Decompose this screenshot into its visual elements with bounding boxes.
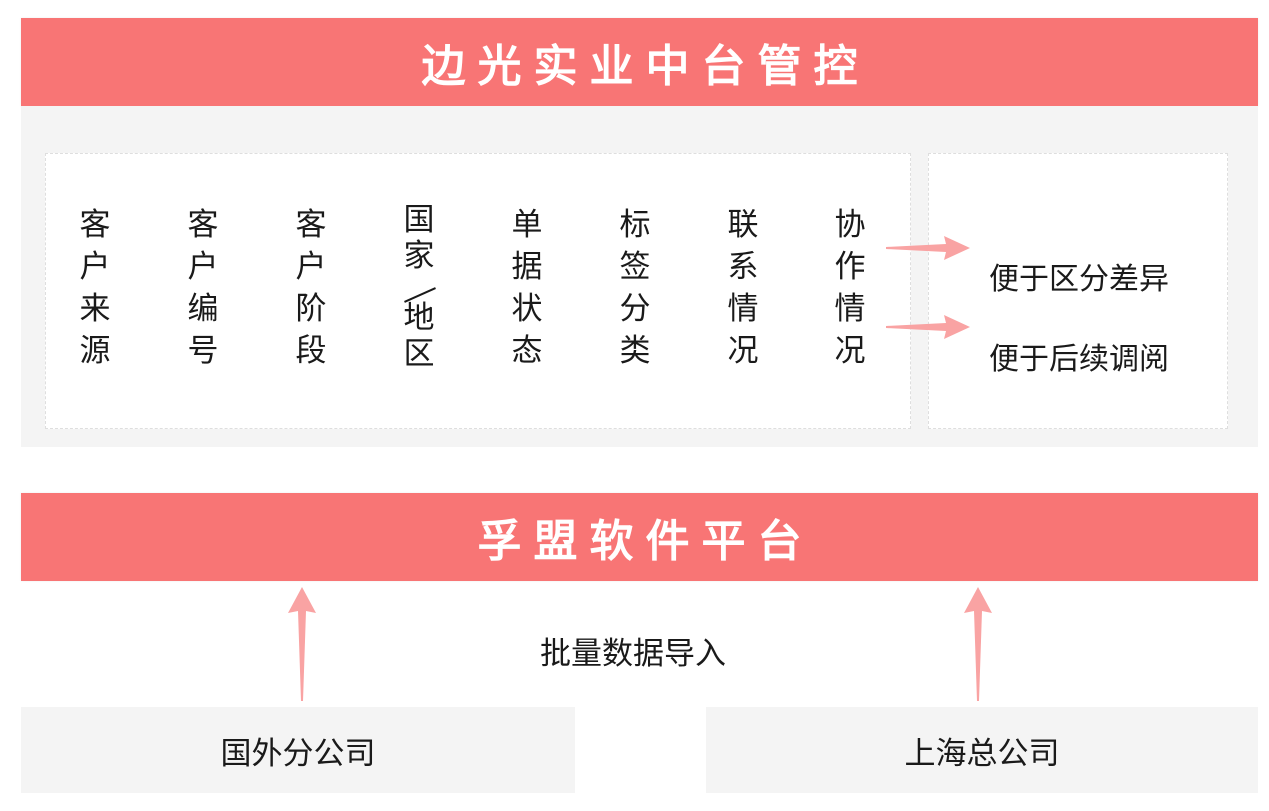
platform-banner: 孚盟软件平台 <box>21 493 1258 581</box>
field-char: 号 <box>187 333 219 369</box>
arrow-up-icon <box>964 587 992 701</box>
field-customer-number: 客 户 编 号 <box>186 204 220 372</box>
control-panel: 客 户 来 源 客 户 编 号 客 户 阶 段 国 家 地 区 单 据 状 态 <box>21 106 1258 447</box>
slash-divider <box>402 274 436 300</box>
field-char: 客 <box>187 207 219 243</box>
top-banner-title: 边光实业中台管控 <box>421 41 870 92</box>
arrow-right-icon <box>886 236 970 260</box>
field-char: 客 <box>295 207 327 243</box>
arrow-right-icon <box>886 315 970 339</box>
field-char: 据 <box>511 249 543 285</box>
field-char: 系 <box>727 249 759 285</box>
field-char: 况 <box>834 333 866 369</box>
field-char: 况 <box>727 333 759 369</box>
source-overseas-branch: 国外分公司 <box>21 707 575 793</box>
source-label: 上海总公司 <box>904 735 1060 772</box>
field-char: 作 <box>834 249 866 285</box>
field-char: 单 <box>511 207 543 243</box>
field-char: 编 <box>187 291 219 327</box>
field-document-status: 单 据 状 态 <box>510 204 544 372</box>
field-char: 协 <box>834 207 866 243</box>
source-shanghai-hq: 上海总公司 <box>706 707 1258 793</box>
field-char: 区 <box>403 336 435 372</box>
field-collaboration-status: 协 作 情 况 <box>833 204 867 372</box>
field-char: 户 <box>295 249 327 285</box>
benefit-review: 便于后续调阅 <box>989 342 1169 377</box>
top-banner: 边光实业中台管控 <box>21 18 1258 106</box>
field-customer-source: 客 户 来 源 <box>78 204 112 372</box>
arrow-up-icon <box>288 587 316 701</box>
benefits-box: 便于区分差异 便于后续调阅 <box>928 153 1228 429</box>
fields-box: 客 户 来 源 客 户 编 号 客 户 阶 段 国 家 地 区 单 据 状 态 <box>45 153 911 429</box>
field-customer-stage: 客 户 阶 段 <box>294 204 328 372</box>
field-char: 家 <box>403 238 435 274</box>
field-char: 国 <box>403 202 435 238</box>
field-char: 阶 <box>295 291 327 327</box>
field-char: 分 <box>619 291 651 327</box>
field-char: 段 <box>295 333 327 369</box>
platform-banner-title: 孚盟软件平台 <box>477 516 814 567</box>
field-char: 地 <box>403 300 435 336</box>
field-char: 户 <box>79 249 111 285</box>
field-char: 情 <box>834 291 866 327</box>
field-char: 客 <box>79 207 111 243</box>
field-char: 类 <box>619 333 651 369</box>
field-char: 来 <box>79 291 111 327</box>
source-label: 国外分公司 <box>220 735 376 772</box>
field-char: 源 <box>79 333 111 369</box>
batch-import-caption: 批量数据导入 <box>540 636 726 672</box>
field-contact-status: 联 系 情 况 <box>726 204 760 372</box>
field-char: 标 <box>619 207 651 243</box>
field-char: 态 <box>511 333 543 369</box>
field-char: 户 <box>187 249 219 285</box>
field-tag-category: 标 签 分 类 <box>618 204 652 372</box>
field-char: 状 <box>511 291 543 327</box>
field-country-region: 国 家 地 区 <box>402 202 436 372</box>
field-char: 签 <box>619 249 651 285</box>
field-char: 联 <box>727 207 759 243</box>
benefit-distinguish: 便于区分差异 <box>989 262 1169 297</box>
field-char: 情 <box>727 291 759 327</box>
